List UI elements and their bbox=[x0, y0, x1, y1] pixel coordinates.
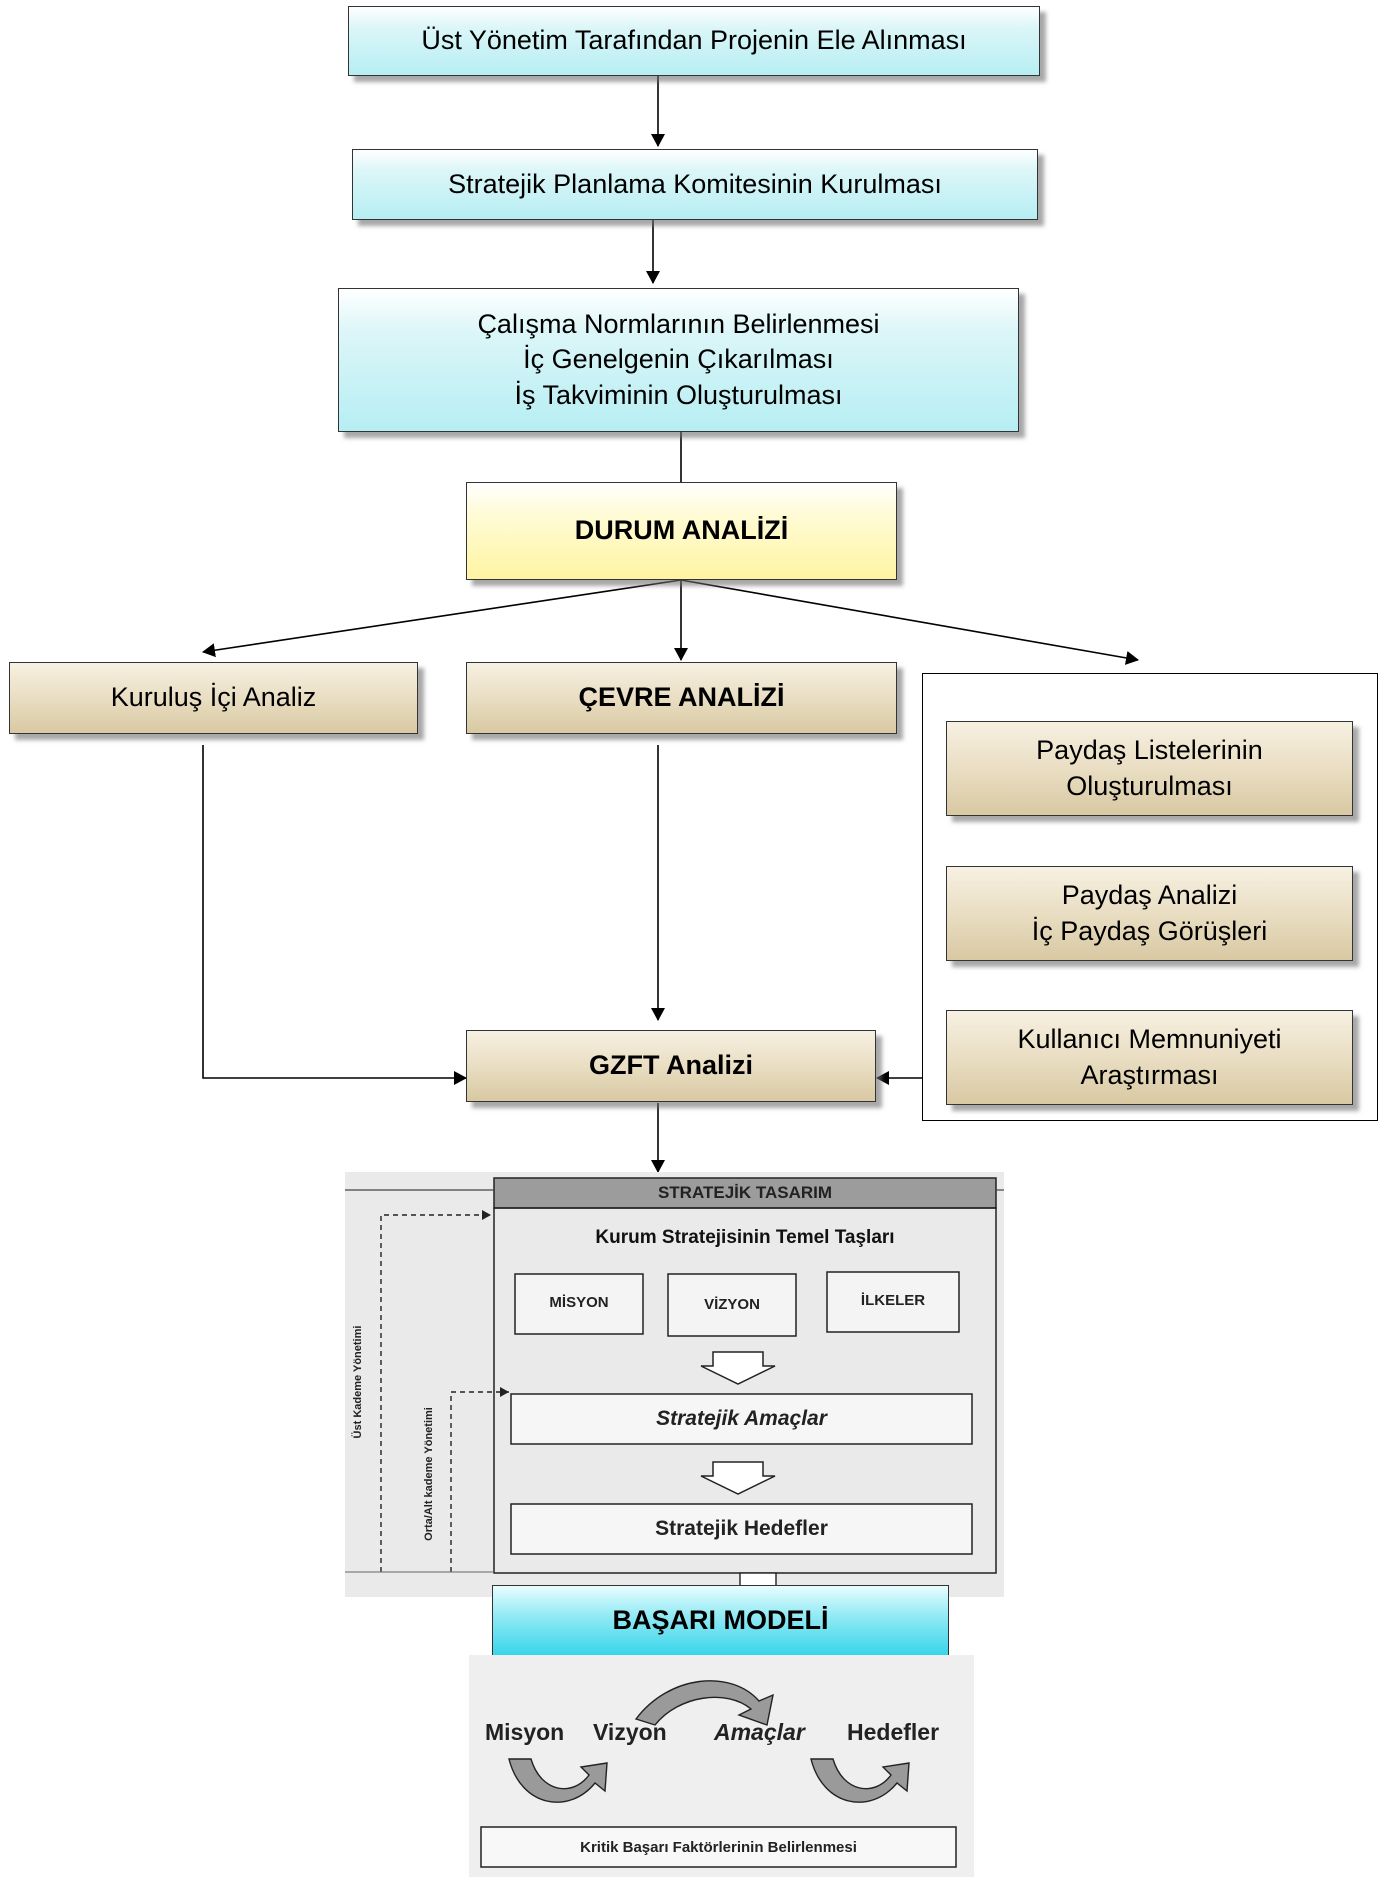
step-norms-line-3: İş Takviminin Oluşturulması bbox=[514, 379, 843, 410]
durum-analizi-label: DURUM ANALİZİ bbox=[574, 515, 789, 546]
word-amaclar: Amaçlar bbox=[714, 1719, 805, 1745]
kurulus-ici-analiz-box: Kuruluş İçi Analiz bbox=[9, 662, 418, 734]
stratejik-tasarim-panel: STRATEJİK TASARIM Kurum Stratejisinin Te… bbox=[345, 1172, 1004, 1597]
tasarim-drawing bbox=[345, 1177, 1004, 1597]
curved-arrow-top-icon bbox=[634, 1680, 774, 1726]
paydas-listeleri-line-2: Oluşturulması bbox=[1066, 770, 1233, 801]
orta-kademe-label: Orta/Alt kademe Yönetimi bbox=[423, 1407, 435, 1541]
gzft-analizi-label: GZFT Analizi bbox=[589, 1050, 753, 1081]
paydas-analizi-line-2: İç Paydaş Görüşleri bbox=[1031, 915, 1268, 946]
step-top-management-label: Üst Yönetim Tarafından Projenin Ele Alın… bbox=[421, 25, 967, 56]
gzft-analizi-box: GZFT Analizi bbox=[466, 1030, 876, 1102]
step-norms-line-1: Çalışma Normlarının Belirlenmesi bbox=[477, 308, 880, 339]
kullanici-memnuniyeti-box: Kullanıcı Memnuniyeti Araştırması bbox=[946, 1010, 1353, 1105]
kurulus-ici-analiz-label: Kuruluş İçi Analiz bbox=[110, 682, 317, 713]
word-vizyon: Vizyon bbox=[593, 1719, 667, 1745]
paydas-analizi-line-1: Paydaş Analizi bbox=[1061, 879, 1238, 910]
paydas-analizi-box: Paydaş Analizi İç Paydaş Görüşleri bbox=[946, 866, 1353, 961]
ilkeler-label: İLKELER bbox=[860, 1292, 926, 1309]
kritik-basari-label: Kritik Başarı Faktörlerinin Belirlenmesi bbox=[580, 1838, 857, 1856]
kullanici-memnuniyeti-line-2: Araştırması bbox=[1080, 1059, 1219, 1090]
misyon-scroll bbox=[514, 1273, 644, 1335]
step-top-management: Üst Yönetim Tarafından Projenin Ele Alın… bbox=[348, 6, 1040, 76]
curved-arrow-left-icon bbox=[508, 1758, 608, 1803]
cevre-analizi-label: ÇEVRE ANALİZİ bbox=[578, 682, 785, 713]
down-arrow-1-icon bbox=[700, 1351, 776, 1385]
vizyon-label: VİZYON bbox=[704, 1296, 760, 1313]
ust-kademe-label: Üst Kademe Yönetimi bbox=[352, 1325, 364, 1439]
stratejik-hedefler-label: Stratejik Hedefler bbox=[655, 1517, 828, 1540]
cevre-analizi-box: ÇEVRE ANALİZİ bbox=[466, 662, 897, 734]
misyon-label: MİSYON bbox=[549, 1294, 609, 1311]
ust-kademe-side: Üst Kademe Yönetimi bbox=[352, 1326, 372, 1439]
down-arrow-2-icon bbox=[700, 1461, 776, 1495]
basari-modeli-title-box: BAŞARI MODELİ bbox=[492, 1585, 949, 1656]
paydas-listeleri-box: Paydaş Listelerinin Oluşturulması bbox=[946, 721, 1353, 816]
step-norms: Çalışma Normlarının Belirlenmesi İç Gene… bbox=[338, 288, 1019, 432]
paydas-listeleri-line-1: Paydaş Listelerinin bbox=[1036, 734, 1263, 765]
step-norms-line-2: İç Genelgenin Çıkarılması bbox=[523, 344, 834, 375]
basari-drawing bbox=[480, 1680, 957, 1868]
basari-modeli-panel: Misyon Vizyon Amaçlar Hedefler Kritik Ba… bbox=[469, 1655, 974, 1877]
basari-modeli-title: BAŞARI MODELİ bbox=[612, 1604, 829, 1635]
word-misyon: Misyon bbox=[485, 1719, 565, 1745]
temel-taslar-subtitle: Kurum Stratejisinin Temel Taşları bbox=[595, 1227, 895, 1248]
kullanici-memnuniyeti-line-1: Kullanıcı Memnuniyeti bbox=[1017, 1023, 1282, 1054]
ilkeler-scroll bbox=[826, 1271, 960, 1333]
word-hedefler: Hedefler bbox=[847, 1719, 940, 1745]
vizyon-scroll bbox=[667, 1273, 797, 1337]
orta-kademe-side: Orta/Alt kademe Yönetimi bbox=[423, 1407, 443, 1541]
durum-analizi-box: DURUM ANALİZİ bbox=[466, 482, 897, 580]
stratejik-tasarim-header: STRATEJİK TASARIM bbox=[657, 1183, 833, 1202]
step-committee-label: Stratejik Planlama Komitesinin Kurulması bbox=[448, 168, 942, 199]
step-committee: Stratejik Planlama Komitesinin Kurulması bbox=[352, 149, 1038, 220]
curved-arrow-right-icon bbox=[810, 1758, 910, 1803]
stratejik-amaclar-label: Stratejik Amaçlar bbox=[656, 1407, 827, 1430]
